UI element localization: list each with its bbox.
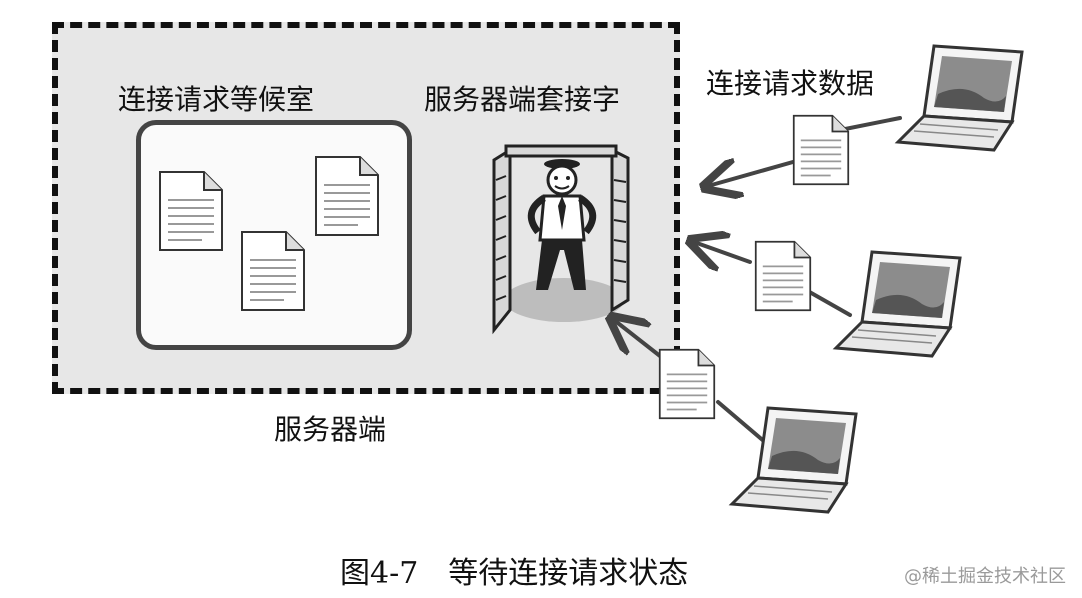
laptop-icon	[832, 250, 962, 358]
laptop-icon	[728, 406, 858, 514]
document-icon	[241, 231, 305, 311]
document-icon	[315, 156, 379, 236]
document-icon	[754, 240, 812, 312]
laptop-icon	[894, 44, 1024, 152]
request-data-label: 连接请求数据	[706, 67, 875, 100]
document-icon	[159, 171, 223, 251]
document-icon	[658, 348, 716, 420]
server-label: 服务器端	[274, 413, 387, 446]
figure-caption: 图4-7 等待连接请求状态	[340, 556, 689, 591]
doorman-icon	[492, 144, 630, 335]
server-socket-label: 服务器端套接字	[424, 83, 621, 116]
document-icon	[792, 114, 850, 186]
watermark: @稀土掘金技术社区	[904, 566, 1066, 587]
waiting-room-label: 连接请求等候室	[118, 83, 315, 116]
